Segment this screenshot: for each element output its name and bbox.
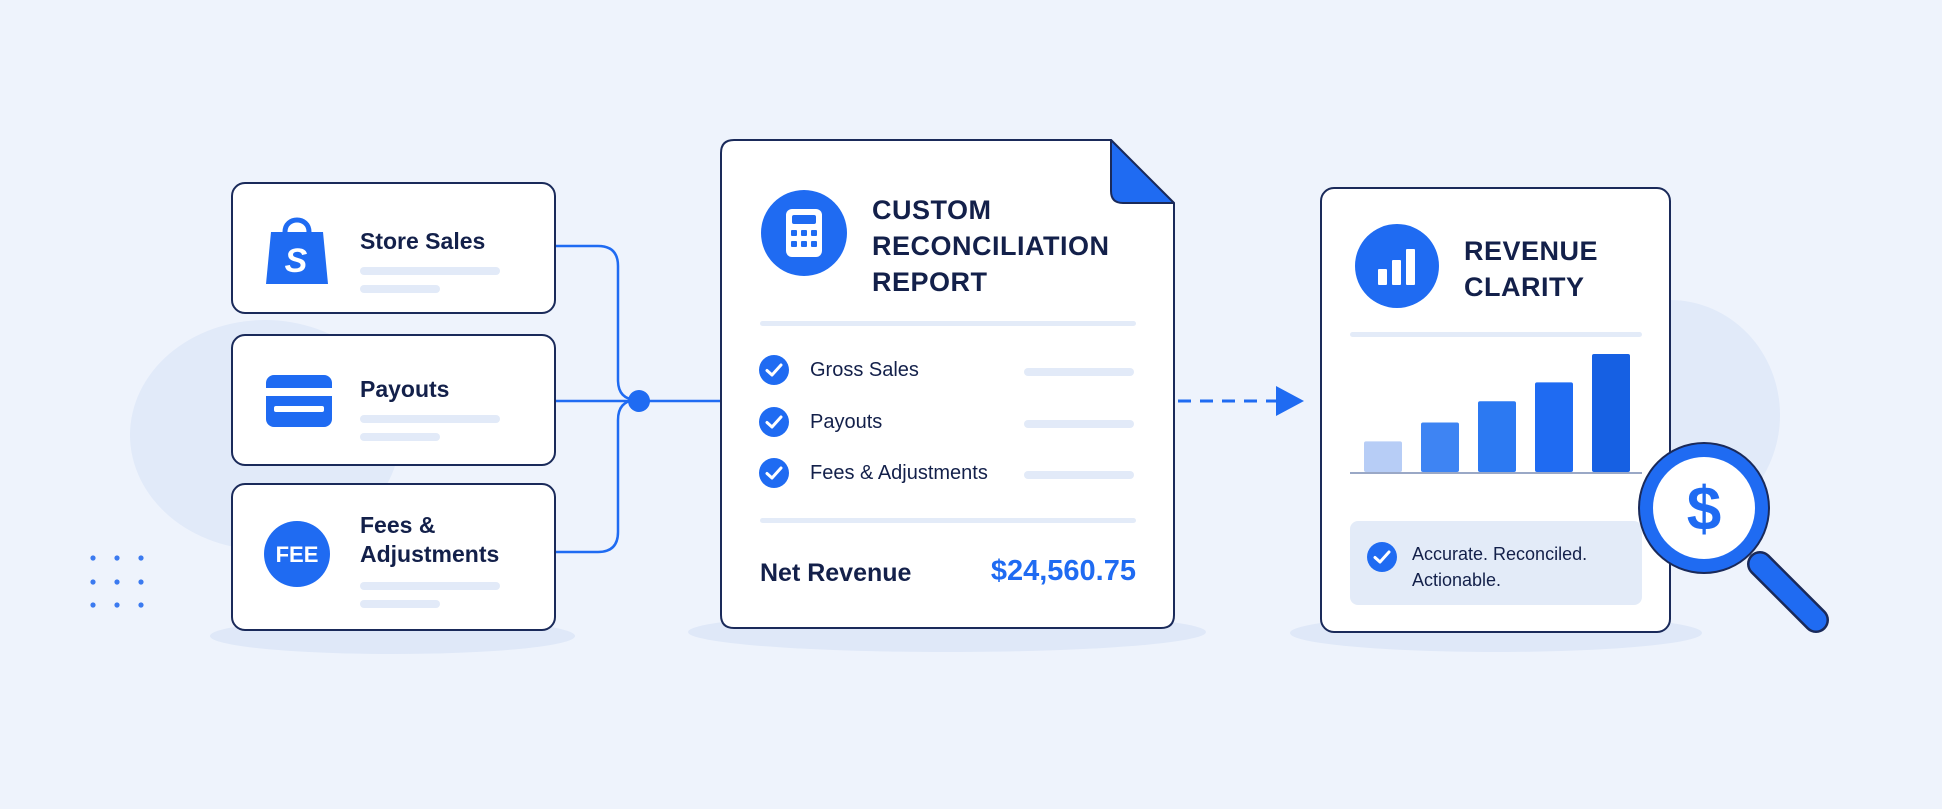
report-title-line-2: RECONCILIATION (872, 231, 1110, 261)
placeholder-line (1024, 471, 1134, 479)
chart-bar-1 (1364, 441, 1402, 472)
svg-text:$: $ (1687, 475, 1721, 544)
check-circle-icon (1367, 542, 1397, 572)
placeholder-line (360, 433, 440, 441)
dot-grid-decoration (90, 555, 144, 608)
placeholder-line (360, 600, 440, 608)
source-label-fees-line-2: Adjustments (360, 541, 500, 567)
result-divider (1350, 332, 1642, 337)
status-line-1: Accurate. Reconciled. (1412, 544, 1588, 564)
chart-bar-2 (1421, 422, 1459, 472)
report-divider-top (760, 321, 1136, 326)
chart-bar-3 (1478, 401, 1516, 472)
placeholder-line (1024, 420, 1134, 428)
report-title-line-3: REPORT (872, 267, 988, 297)
report-divider-bottom (760, 518, 1136, 523)
calculator-icon (761, 190, 847, 276)
placeholder-line (360, 285, 440, 293)
source-card-payouts: Payouts (231, 334, 556, 466)
report-item-gross-sales: Gross Sales (758, 354, 1138, 388)
report-title: CUSTOM RECONCILIATION REPORT (872, 192, 1110, 300)
bar-chart-icon (1355, 224, 1439, 308)
check-circle-icon (759, 458, 789, 488)
placeholder-line (360, 267, 500, 275)
result-title-line-1: REVENUE (1464, 236, 1599, 266)
result-title: REVENUE CLARITY (1464, 233, 1598, 305)
report-item-label: Fees & Adjustments (810, 462, 988, 484)
dollar-magnifier-icon: $ (1638, 442, 1829, 633)
source-card-store-sales: S Store Sales (231, 182, 556, 314)
source-label-fees-line-1: Fees & (360, 512, 436, 538)
placeholder-line (1024, 368, 1134, 376)
source-label-payouts: Payouts (360, 376, 450, 402)
placeholder-line (360, 582, 500, 590)
net-revenue-value: $24,560.75 (990, 555, 1136, 587)
revenue-clarity-card: REVENUE CLARITY Accurate. Reconciled. Ac… (1320, 187, 1671, 633)
revenue-bar-chart (1350, 354, 1642, 474)
report-item-fees-adjustments: Fees & Adjustments (758, 457, 1138, 491)
chart-bar-4 (1535, 382, 1573, 472)
check-circle-icon (759, 407, 789, 437)
report-title-line-1: CUSTOM (872, 195, 992, 225)
placeholder-line (360, 415, 500, 423)
check-circle-icon (759, 355, 789, 385)
result-title-line-2: CLARITY (1464, 272, 1585, 302)
source-card-fees-adjustments: FEE Fees & Adjustments (231, 483, 556, 631)
fee-badge-icon: FEE (264, 521, 330, 587)
shopping-bag-icon: S (266, 217, 328, 284)
net-revenue-label: Net Revenue (760, 559, 912, 587)
chart-bar-5 (1592, 354, 1630, 472)
credit-card-icon (266, 375, 332, 427)
folded-corner-icon (1110, 139, 1175, 204)
svg-text:S: S (285, 242, 308, 280)
fee-badge-text: FEE (276, 542, 319, 567)
report-item-payouts: Payouts (758, 406, 1138, 440)
status-box: Accurate. Reconciled. Actionable. (1350, 521, 1642, 605)
report-card: CUSTOM RECONCILIATION REPORT Gross Sales… (720, 139, 1176, 630)
status-line-2: Actionable. (1412, 570, 1502, 590)
report-item-label: Payouts (810, 411, 883, 433)
report-item-label: Gross Sales (810, 359, 919, 381)
source-label-store-sales: Store Sales (360, 228, 486, 254)
